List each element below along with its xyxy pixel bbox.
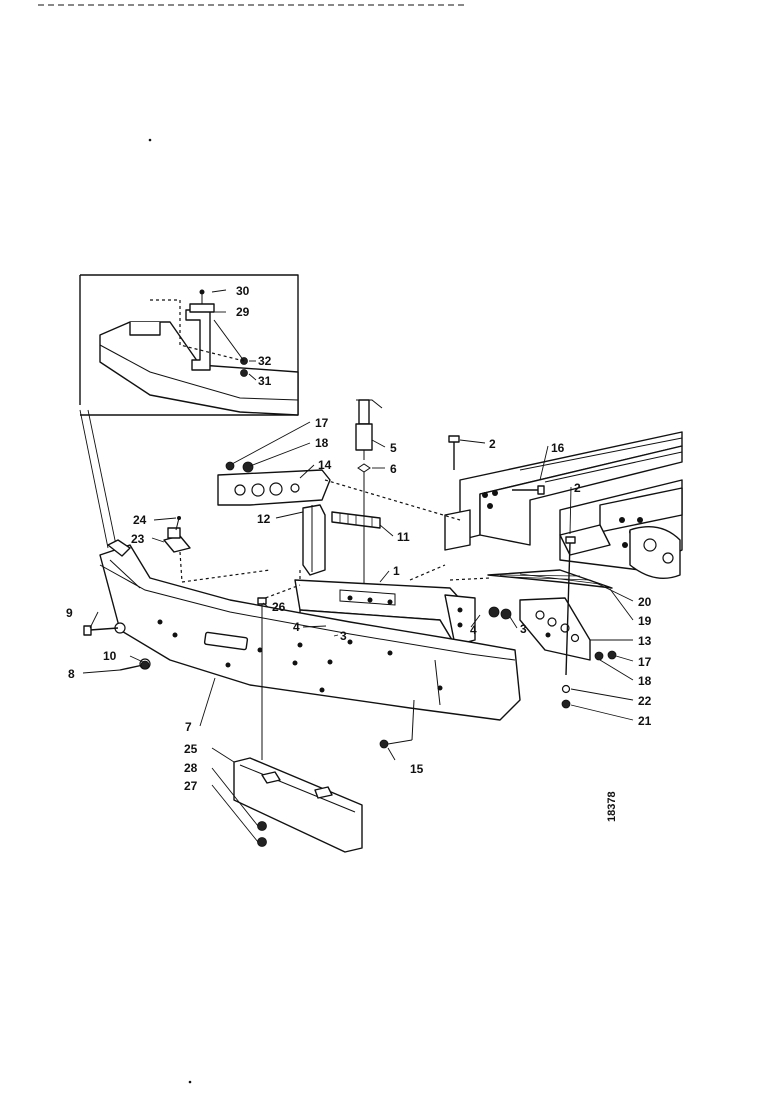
callout-5: 5: [390, 441, 397, 455]
callout-14: 14: [318, 458, 332, 472]
rod-11: [331, 511, 381, 529]
callout-32: 32: [258, 354, 272, 368]
bracket-12: [302, 504, 326, 576]
callout-16: 16: [551, 441, 565, 455]
callout-2-top: 2: [489, 437, 496, 451]
bolt-8: [119, 660, 150, 671]
callout-26: 26: [272, 600, 286, 614]
callout-31: 31: [258, 374, 272, 388]
callout-17-left: 17: [315, 416, 329, 430]
callout-19: 19: [638, 614, 652, 628]
wedge-strip-19: [487, 569, 613, 589]
bracket-14: [217, 461, 331, 506]
bolt-15: [379, 699, 415, 749]
bolt-16: [512, 485, 545, 495]
callout-17-right: 17: [638, 655, 652, 669]
top-border-marks: [38, 4, 465, 1084]
fasteners-3-4-right: [488, 606, 512, 620]
callout-1: 1: [393, 564, 400, 578]
bolt-26: [257, 597, 267, 760]
strut-5: [355, 399, 383, 590]
callout-4-left: 4: [293, 620, 300, 634]
callout-8: 8: [68, 667, 75, 681]
callout-3-left: 3: [340, 629, 347, 643]
callout-22: 22: [638, 694, 652, 708]
callout-6: 6: [390, 462, 397, 476]
callout-25: 25: [184, 742, 198, 756]
inset-detail: [79, 274, 299, 416]
bolt-9: [83, 625, 119, 636]
callout-15: 15: [410, 762, 424, 776]
callout-10: 10: [103, 649, 117, 663]
callout-9: 9: [66, 606, 73, 620]
callout-23: 23: [131, 532, 145, 546]
callout-21: 21: [638, 714, 652, 728]
bolt-2-top: [448, 435, 460, 470]
callout-18-right: 18: [638, 674, 652, 688]
callout-28: 28: [184, 761, 198, 775]
plate-bracket-29: [233, 757, 363, 853]
chassis-frame: [444, 431, 683, 579]
bolt-2-right: [561, 536, 617, 709]
callout-24: 24: [133, 513, 147, 527]
callout-29-inset: 29: [236, 305, 250, 319]
inset-lead-lines: [79, 409, 117, 549]
callout-27: 27: [184, 779, 198, 793]
callout-11: 11: [397, 530, 410, 544]
callout-4-right: 4: [470, 623, 477, 637]
callout-30: 30: [236, 284, 250, 298]
plate-13: [519, 597, 591, 661]
callout-12: 12: [257, 512, 271, 526]
bracket-23: [163, 516, 271, 583]
callout-labels: 30 29 32 31 17 18 14 5 6 2 16 2 24 23 12…: [66, 284, 652, 793]
callout-20-top: 20: [638, 595, 652, 609]
callout-18-left: 18: [315, 436, 329, 450]
leader-lines: [82, 289, 634, 843]
assembly-dash-lines: [259, 479, 491, 601]
callout-2-right: 2: [574, 481, 581, 495]
callout-7: 7: [185, 720, 192, 734]
callout-13: 13: [638, 634, 652, 648]
callout-3-right: 3: [520, 622, 527, 636]
drawing-number: 18378: [606, 791, 618, 822]
